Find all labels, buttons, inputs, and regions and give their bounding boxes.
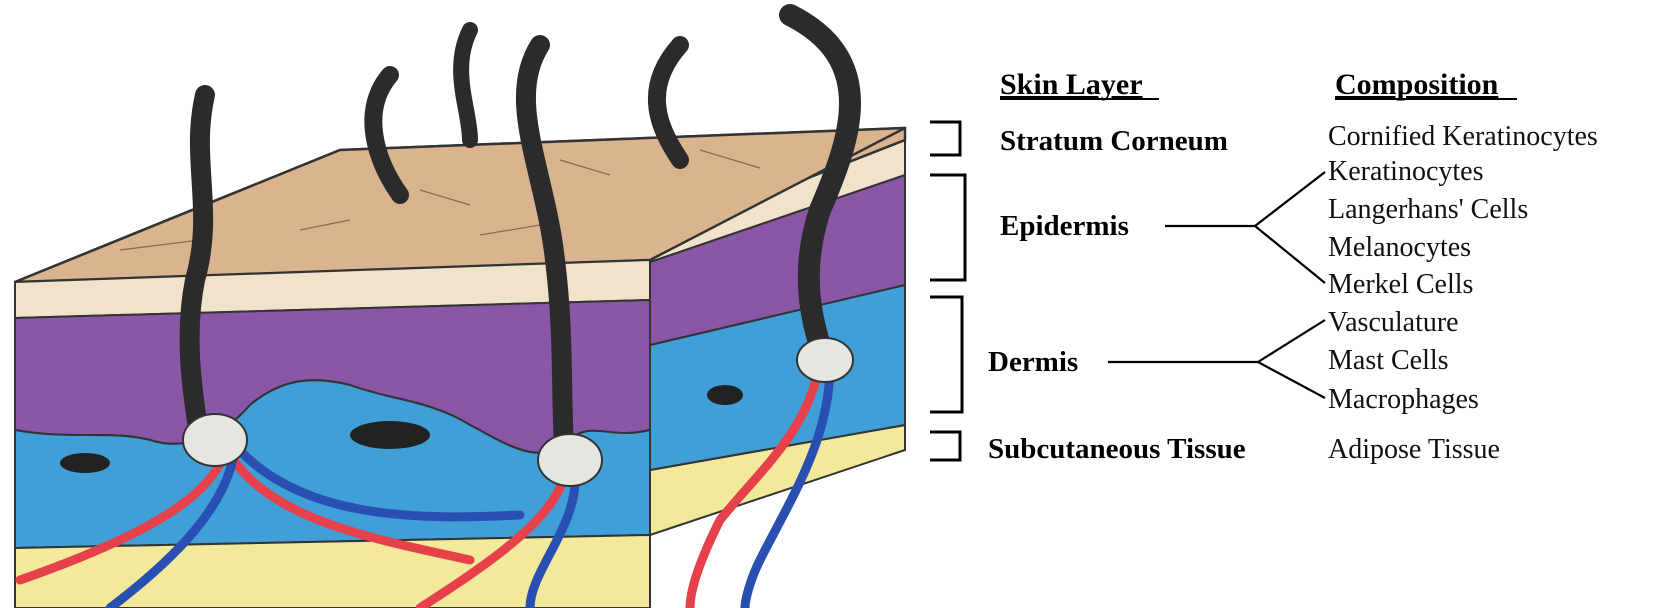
bracket-stratum-corneum (930, 122, 960, 155)
composition-mast-cells: Mast Cells (1328, 345, 1449, 376)
bracket-subcutaneous (930, 432, 960, 460)
sebaceous-gland (350, 421, 430, 449)
bracket-dermis (930, 297, 962, 412)
hair-follicle (797, 338, 853, 382)
header-skin-layer: Skin Layer (1000, 68, 1143, 101)
skin-block (15, 128, 905, 608)
layer-brackets (930, 122, 965, 460)
sebaceous-gland (60, 453, 110, 473)
hair (190, 95, 205, 440)
epidermis-connector (1165, 172, 1325, 283)
header-composition: Composition (1335, 68, 1499, 101)
composition-vasculature: Vasculature (1328, 307, 1459, 338)
hair-follicle (538, 434, 602, 486)
bracket-epidermis (930, 175, 965, 280)
composition-adipose-tissue: Adipose Tissue (1328, 434, 1500, 465)
sebaceous-gland (707, 385, 743, 405)
dermis-connector (1108, 320, 1325, 398)
composition-cornified-keratinocytes: Cornified Keratinocytes (1328, 121, 1598, 152)
composition-keratinocytes: Keratinocytes (1328, 156, 1484, 187)
label-dermis: Dermis (988, 346, 1078, 378)
composition-melanocytes: Melanocytes (1328, 232, 1471, 263)
hair (461, 30, 470, 140)
composition-macrophages: Macrophages (1328, 384, 1479, 415)
hair (657, 45, 680, 160)
label-subcutaneous-tissue: Subcutaneous Tissue (988, 433, 1246, 465)
hair-follicle (183, 414, 247, 466)
composition-merkel-cells: Merkel Cells (1328, 269, 1473, 300)
label-stratum-corneum: Stratum Corneum (1000, 125, 1228, 157)
label-epidermis: Epidermis (1000, 210, 1129, 242)
composition-langerhans-cells: Langerhans' Cells (1328, 194, 1528, 225)
